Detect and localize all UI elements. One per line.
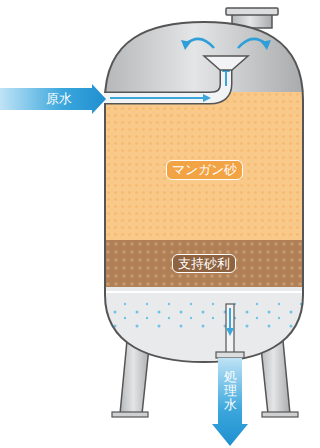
- layer-label: 支持砂利: [172, 254, 236, 274]
- support-gravel-layer: 支持砂利: [105, 240, 303, 287]
- outlet-arrow: 処理水: [212, 358, 248, 446]
- inlet-arrow: 原水: [0, 84, 106, 114]
- flow-label: 原水: [46, 91, 72, 107]
- flow-label: 処理水: [224, 370, 237, 413]
- manganese-sand-layer: マンガン砂: [105, 100, 303, 240]
- layer-label: マンガン砂: [166, 160, 243, 180]
